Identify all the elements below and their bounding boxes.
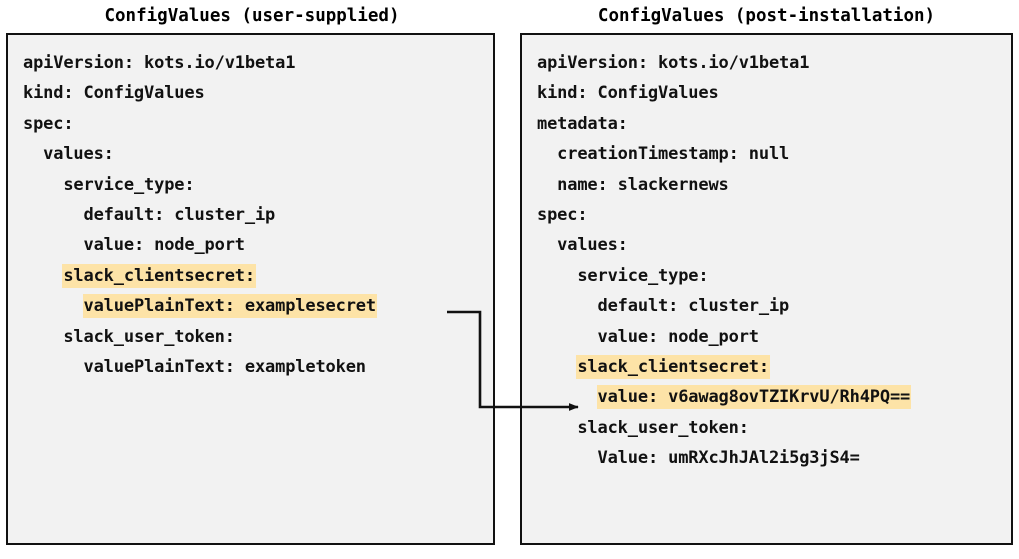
yaml-line-text: default: cluster_ip	[83, 204, 276, 225]
yaml-indent	[536, 448, 597, 468]
yaml-line-text: kind: ConfigValues	[23, 83, 205, 104]
yaml-line-text: metadata:	[537, 113, 628, 134]
right-config-panel: apiVersion: kots.io/v1beta1 kind: ConfigV…	[520, 33, 1013, 545]
yaml-line: values:	[22, 139, 493, 169]
yaml-indent	[22, 235, 83, 255]
left-panel-title: ConfigValues (user-supplied)	[104, 6, 400, 26]
yaml-line-text: slack_clientsecret:	[576, 354, 770, 379]
yaml-line: Value: umRXcJhJAl2i5g3jS4=	[536, 443, 1011, 473]
yaml-line-text: slack_user_token:	[577, 417, 749, 438]
yaml-indent	[22, 205, 83, 225]
yaml-line: values:	[536, 230, 1011, 260]
yaml-indent	[536, 357, 576, 377]
yaml-line-text: valuePlainText: exampletoken	[83, 356, 367, 377]
yaml-line-text: name: slackernews	[557, 174, 729, 195]
yaml-indent	[536, 418, 576, 438]
yaml-line-text: spec:	[23, 113, 74, 134]
yaml-line: kind: ConfigValues	[536, 78, 1011, 108]
yaml-line-text: spec:	[537, 204, 588, 225]
yaml-line-text: value: v6awag8ovTZIKrvU/Rh4PQ==	[596, 385, 912, 410]
yaml-line: value: node_port	[536, 322, 1011, 352]
yaml-line: apiVersion: kots.io/v1beta1	[536, 48, 1011, 78]
left-config-yaml: apiVersion: kots.io/v1beta1 kind: ConfigV…	[8, 48, 493, 382]
yaml-line-text: service_type:	[577, 265, 709, 286]
yaml-indent	[536, 235, 556, 255]
yaml-indent	[22, 296, 83, 316]
yaml-line-text: slack_user_token:	[63, 326, 235, 347]
yaml-indent	[22, 175, 62, 195]
yaml-indent	[22, 144, 42, 164]
yaml-indent	[536, 296, 597, 316]
yaml-line: service_type:	[536, 261, 1011, 291]
yaml-indent	[536, 144, 556, 164]
yaml-line: slack_clientsecret:	[22, 261, 493, 291]
yaml-line: slack_clientsecret:	[536, 352, 1011, 382]
yaml-line: spec:	[22, 109, 493, 139]
yaml-indent	[536, 387, 597, 407]
yaml-line: name: slackernews	[536, 170, 1011, 200]
yaml-line-text: Value: umRXcJhJAl2i5g3jS4=	[597, 448, 860, 469]
yaml-line: valuePlainText: examplesecret	[22, 291, 493, 321]
yaml-line: default: cluster_ip	[22, 200, 493, 230]
yaml-line-text: default: cluster_ip	[597, 296, 790, 317]
yaml-line: spec:	[536, 200, 1011, 230]
yaml-indent	[22, 357, 83, 377]
yaml-line: valuePlainText: exampletoken	[22, 352, 493, 382]
yaml-line: metadata:	[536, 109, 1011, 139]
yaml-line: slack_user_token:	[536, 413, 1011, 443]
yaml-line: creationTimestamp: null	[536, 139, 1011, 169]
yaml-indent	[22, 327, 62, 347]
yaml-line: kind: ConfigValues	[22, 78, 493, 108]
yaml-indent	[536, 175, 556, 195]
yaml-line-text: values:	[43, 144, 114, 165]
yaml-indent	[536, 327, 597, 347]
yaml-line-text: apiVersion: kots.io/v1beta1	[537, 53, 810, 73]
yaml-line-text: kind: ConfigValues	[537, 83, 719, 104]
yaml-indent	[536, 266, 576, 286]
yaml-line-text: slack_clientsecret:	[62, 263, 256, 288]
left-config-panel: apiVersion: kots.io/v1beta1 kind: ConfigV…	[6, 33, 495, 545]
yaml-line-text: service_type:	[63, 174, 195, 195]
yaml-line: value: v6awag8ovTZIKrvU/Rh4PQ==	[536, 382, 1011, 412]
yaml-line-text: value: node_port	[597, 326, 760, 347]
yaml-line: slack_user_token:	[22, 322, 493, 352]
yaml-line: default: cluster_ip	[536, 291, 1011, 321]
yaml-line: apiVersion: kots.io/v1beta1	[22, 48, 493, 78]
yaml-line-text: valuePlainText: examplesecret	[82, 294, 377, 319]
right-panel-title: ConfigValues (post-installation)	[597, 6, 936, 26]
yaml-indent	[22, 266, 62, 286]
yaml-line-text: values:	[557, 235, 628, 256]
yaml-line: service_type:	[22, 170, 493, 200]
yaml-line-text: value: node_port	[83, 235, 246, 256]
yaml-line-text: apiVersion: kots.io/v1beta1	[23, 53, 296, 73]
yaml-line: value: node_port	[22, 230, 493, 260]
yaml-line-text: creationTimestamp: null	[557, 144, 790, 165]
right-config-yaml: apiVersion: kots.io/v1beta1 kind: ConfigV…	[522, 48, 1011, 473]
